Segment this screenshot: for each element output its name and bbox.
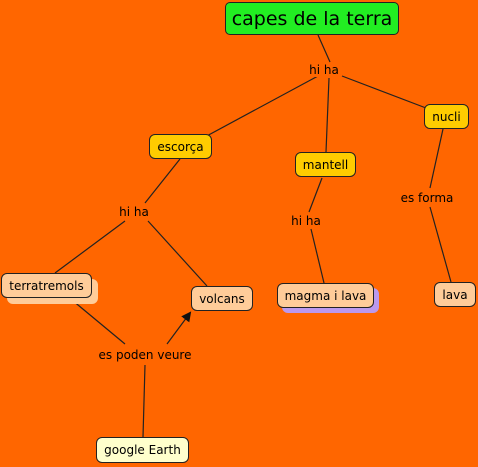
concept-escorca[interactable]: escorça [149, 134, 212, 159]
link-label-hi-ha-mantell: hi ha [289, 214, 323, 228]
concept-nucli[interactable]: nucli [424, 104, 469, 129]
edge-hiha-magma [310, 228, 325, 284]
edge-nucli-esforma [429, 128, 444, 189]
concept-volcans-label: volcans [199, 291, 245, 306]
concept-magma-i-lava[interactable]: magma i lava [277, 283, 374, 308]
concept-mantell-label: mantell [302, 157, 349, 172]
link-label-es-poden-veure: es poden veure [96, 348, 194, 362]
edge-espoden-volcans [166, 311, 192, 345]
root-concept-label: capes de la terra [231, 7, 393, 30]
concept-magma-label: magma i lava [284, 288, 367, 303]
concept-terratremols[interactable]: terratremols [1, 273, 92, 298]
concept-nucli-label: nucli [432, 109, 461, 124]
edge-hiha-nucli [341, 75, 427, 109]
edge-terratremols-espoden [71, 299, 126, 345]
edge-hiha-escorca [202, 75, 319, 139]
edge-mantell-hiha [308, 177, 323, 213]
concept-escorca-label: escorça [157, 139, 204, 154]
edge-escorca-hiha [144, 158, 181, 204]
link-label-hi-ha-top: hi ha [307, 63, 341, 77]
concept-lava-label: lava [442, 287, 468, 302]
link-label-hi-ha-escorca: hi ha [117, 205, 151, 219]
edge-esforma-lava [429, 206, 452, 283]
edge-google-espoden [142, 364, 146, 438]
concept-terratremols-label: terratremols [9, 278, 84, 293]
concept-mantell[interactable]: mantell [295, 152, 356, 177]
concept-google-earth[interactable]: google Earth [96, 437, 189, 463]
concept-volcans[interactable]: volcans [191, 286, 253, 311]
concept-google-earth-label: google Earth [104, 443, 181, 457]
edge-root-hiha [317, 34, 331, 63]
edge-hiha-mantell [325, 77, 330, 153]
link-label-es-forma: es forma [398, 191, 456, 205]
edge-hiha-volcans [147, 220, 208, 287]
concept-lava[interactable]: lava [434, 282, 476, 307]
root-concept-capes-de-la-terra[interactable]: capes de la terra [225, 2, 399, 35]
edge-hiha-terratremols [54, 220, 126, 274]
